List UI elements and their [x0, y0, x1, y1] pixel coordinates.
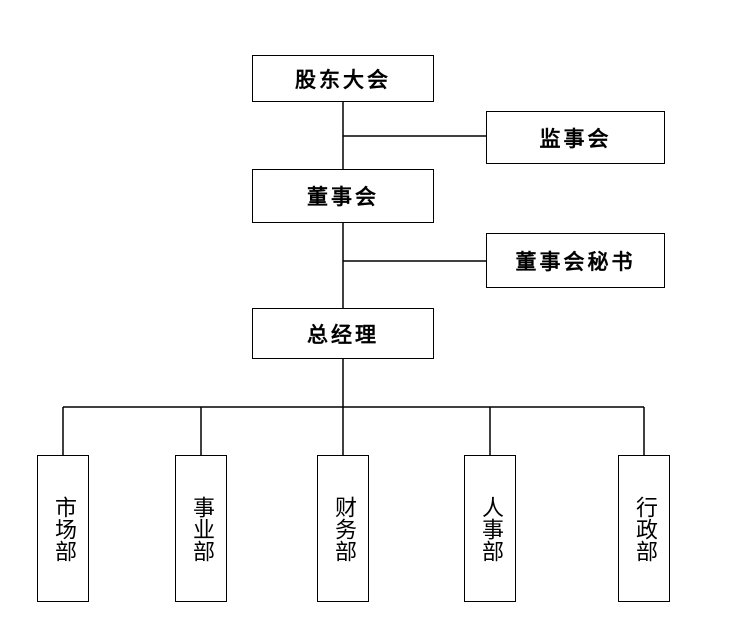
- department-label: 人事部: [478, 495, 503, 562]
- department-box: 市场部: [37, 455, 89, 602]
- department-label: 行政部: [632, 495, 657, 562]
- node-shareholders-meeting: 股东大会: [252, 55, 434, 102]
- node-board-of-directors: 董事会: [252, 169, 434, 223]
- node-label: 董事会: [307, 184, 379, 209]
- department-label: 财务部: [331, 495, 356, 562]
- node-label: 监事会: [539, 125, 612, 151]
- node-label: 董事会秘书: [515, 248, 636, 274]
- node-label: 总经理: [307, 321, 379, 347]
- node-label: 股东大会: [295, 66, 391, 92]
- department-box: 行政部: [618, 455, 670, 602]
- department-label: 事业部: [189, 495, 214, 562]
- node-board-secretary: 董事会秘书: [486, 233, 665, 288]
- department-box: 事业部: [175, 455, 227, 602]
- department-box: 人事部: [464, 455, 516, 602]
- department-box: 财务部: [317, 455, 369, 602]
- node-supervisory-board: 监事会: [486, 111, 665, 164]
- department-label: 市场部: [51, 495, 76, 562]
- node-general-manager: 总经理: [252, 308, 434, 359]
